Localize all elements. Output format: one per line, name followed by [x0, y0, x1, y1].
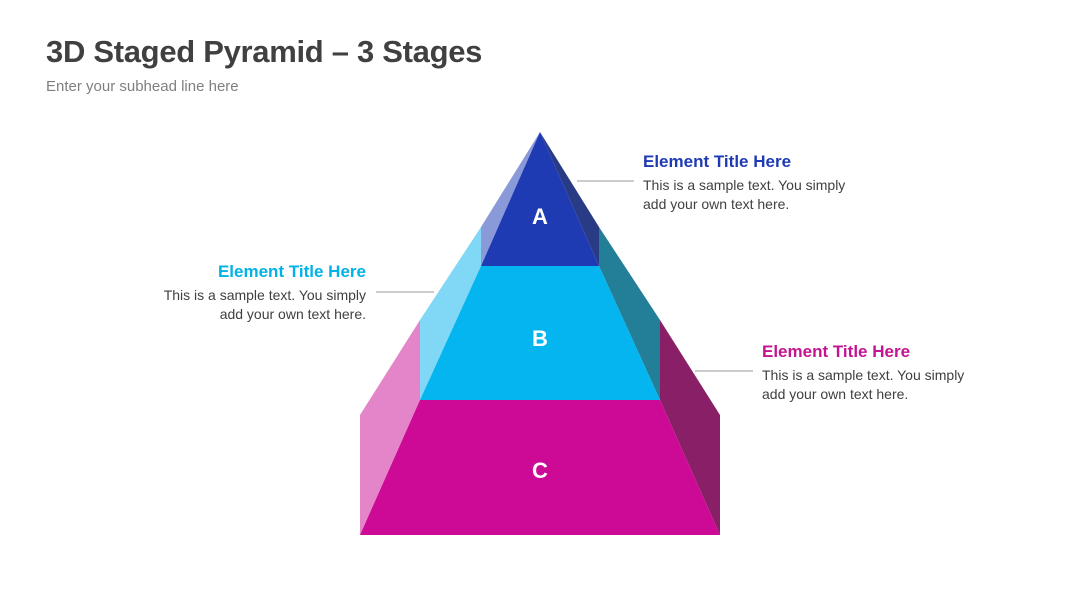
stage-b-letter: B [532, 326, 548, 351]
callout-b-title: Element Title Here [217, 262, 366, 281]
page-title: 3D Staged Pyramid – 3 Stages [46, 34, 483, 69]
stage-c-left-face [360, 320, 420, 535]
stage-b-front [420, 266, 660, 400]
callout-a-title: Element Title Here [643, 152, 792, 171]
callout-c-text-line2: add your own text here. [762, 386, 909, 402]
callout-a-text: This is a sample text. You simply add yo… [643, 176, 873, 214]
stage-c-right-face [660, 320, 720, 535]
stage-a: A [481, 132, 599, 266]
callout-c-title: Element Title Here [762, 342, 911, 361]
callout-b-text: This is a sample text. You simply add yo… [136, 286, 366, 324]
page-subtitle: Enter your subhead line here [46, 78, 239, 95]
callout-c-text-line1: This is a sample text. You simply [762, 367, 965, 383]
stage-b-left-face [420, 227, 481, 400]
callout-c: Element Title Here This is a sample text… [762, 341, 992, 404]
callout-b-text-line2: add your own text here. [219, 306, 366, 322]
callout-a: Element Title Here This is a sample text… [643, 151, 873, 214]
stage-a-front [481, 132, 599, 266]
callout-b: Element Title Here This is a sample text… [136, 261, 366, 324]
stage-a-letter: A [532, 204, 548, 229]
stage-c-front [360, 400, 720, 535]
callout-a-text-line2: add your own text here. [643, 196, 790, 212]
stage-b: B [420, 227, 660, 400]
callout-a-text-line1: This is a sample text. You simply [643, 177, 846, 193]
stage-b-right-face [599, 227, 660, 400]
stage-c-letter: C [532, 458, 548, 483]
callout-b-text-line1: This is a sample text. You simply [163, 287, 366, 303]
stage-c: C [360, 320, 720, 535]
callout-c-text: This is a sample text. You simply add yo… [762, 366, 992, 404]
